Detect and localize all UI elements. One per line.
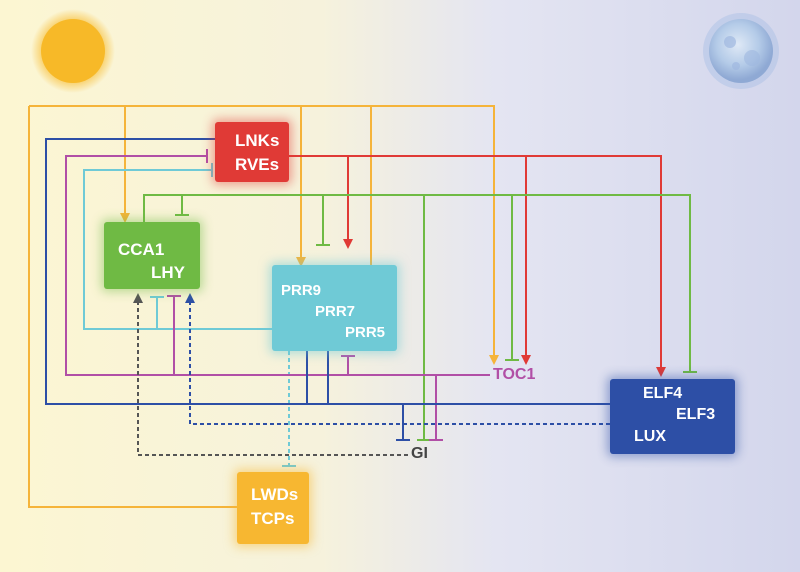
prr7-label: PRR7: [315, 303, 356, 320]
sun-core: [41, 19, 105, 83]
prr9-label: PRR9: [281, 282, 322, 299]
prr-node: PRR9 PRR7 PRR5: [272, 265, 397, 351]
cca1-repression-lines: [143, 194, 697, 441]
gi-activation-line: [133, 293, 408, 456]
rves-label: RVEs: [235, 155, 280, 174]
moon-icon: [703, 13, 779, 89]
toc1-label: TOC1: [493, 366, 536, 383]
lnks-activation-lines: [289, 155, 666, 377]
prr-repression-lines: [83, 163, 296, 467]
lwds-tcps-node: LWDs TCPs: [237, 472, 309, 544]
toc1-repression-lines: [65, 149, 490, 441]
prr5-label: PRR5: [345, 324, 386, 341]
evening-complex-node: ELF4 ELF3 LUX: [610, 379, 735, 454]
elf4-label: ELF4: [643, 385, 683, 402]
cca1-lhy-node: CCA1 LHY: [104, 222, 200, 289]
lux-label: LUX: [634, 428, 666, 445]
lnks-label: LNKs: [235, 131, 280, 150]
lhy-label: LHY: [151, 263, 185, 282]
cca1-label: CCA1: [118, 240, 165, 259]
lnks-rves-node: LNKs RVEs: [215, 122, 289, 182]
tcps-label: TCPs: [251, 509, 295, 528]
gi-label: GI: [411, 445, 428, 462]
lwds-label: LWDs: [251, 485, 299, 504]
elf3-label: ELF3: [676, 406, 716, 423]
